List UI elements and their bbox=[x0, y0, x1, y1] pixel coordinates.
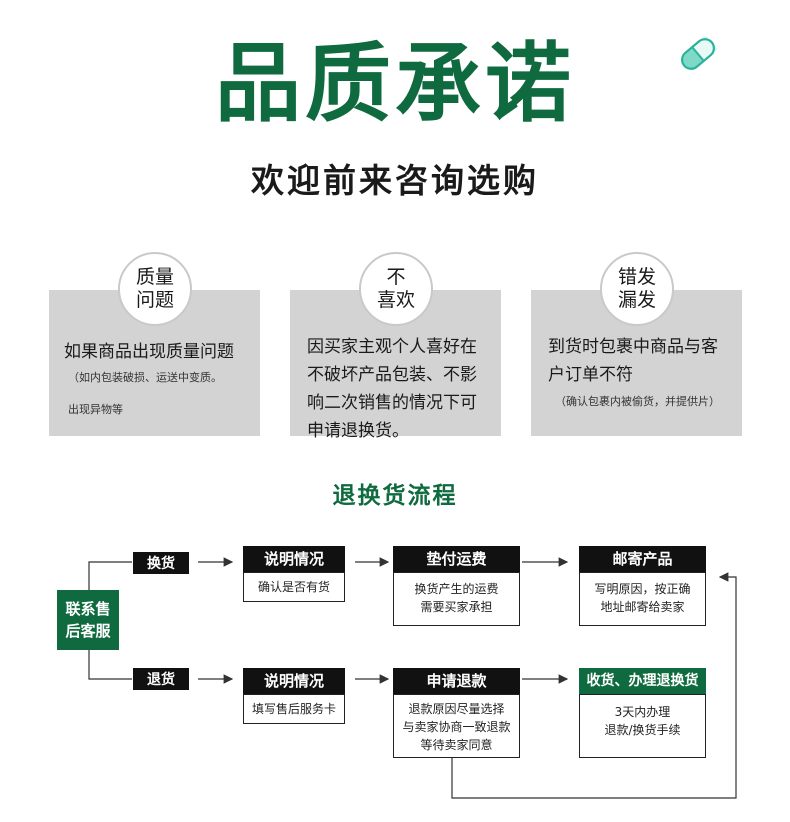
promise-badge-wrong-shipment: 错发 漏发 bbox=[600, 252, 674, 326]
promise-badge-dislike: 不 喜欢 bbox=[359, 252, 433, 326]
exchange-step3-header: 邮寄产品 bbox=[579, 546, 706, 572]
pill-icon bbox=[676, 32, 720, 76]
promise-text-quality: 如果商品出现质量问题 bbox=[64, 342, 234, 362]
page-subtitle: 欢迎前来咨询选购 bbox=[251, 161, 539, 200]
return-step1-box: 填写售后服务卡 bbox=[243, 694, 345, 724]
promise-note-wrong-shipment: （确认包裹内被偷货，并提供片） bbox=[555, 395, 720, 408]
promise-badge-quality: 质量 问题 bbox=[118, 252, 192, 326]
exchange-tag: 换货 bbox=[133, 552, 189, 574]
return-step1-header: 说明情况 bbox=[243, 668, 345, 694]
exchange-step2-header: 垫付运费 bbox=[393, 546, 520, 572]
promise-text-dislike: 因买家主观个人喜好在 不破坏产品包装、不影 响二次销售的情况下可 申请退换货。 bbox=[307, 337, 477, 441]
return-step3-header: 收货、办理退换货 bbox=[579, 668, 706, 694]
exchange-step1-header: 说明情况 bbox=[243, 546, 345, 572]
return-step3-box: 3天内办理 退款/换货手续 bbox=[579, 694, 706, 758]
return-tag: 退货 bbox=[133, 668, 189, 690]
return-step2-header: 申请退款 bbox=[393, 668, 520, 694]
page-title: 品质承诺 bbox=[215, 34, 575, 134]
exchange-step1-box: 确认是否有货 bbox=[243, 572, 345, 602]
promise-text-wrong-shipment: 到货时包裹中商品与客 户订单不符 bbox=[548, 337, 718, 385]
exchange-step3-box: 写明原因，按正确 地址邮寄给卖家 bbox=[579, 572, 706, 626]
return-step2-box: 退款原因尽量选择 与卖家协商一致退款 等待卖家同意 bbox=[393, 694, 520, 758]
promise-note-quality: （如内包装破损、运送中变质。 出现异物等 bbox=[68, 371, 222, 416]
contact-service-box: 联系售 后客服 bbox=[57, 590, 119, 650]
flow-title: 退换货流程 bbox=[332, 483, 458, 509]
exchange-step2-box: 换货产生的运费 需要买家承担 bbox=[393, 572, 520, 626]
